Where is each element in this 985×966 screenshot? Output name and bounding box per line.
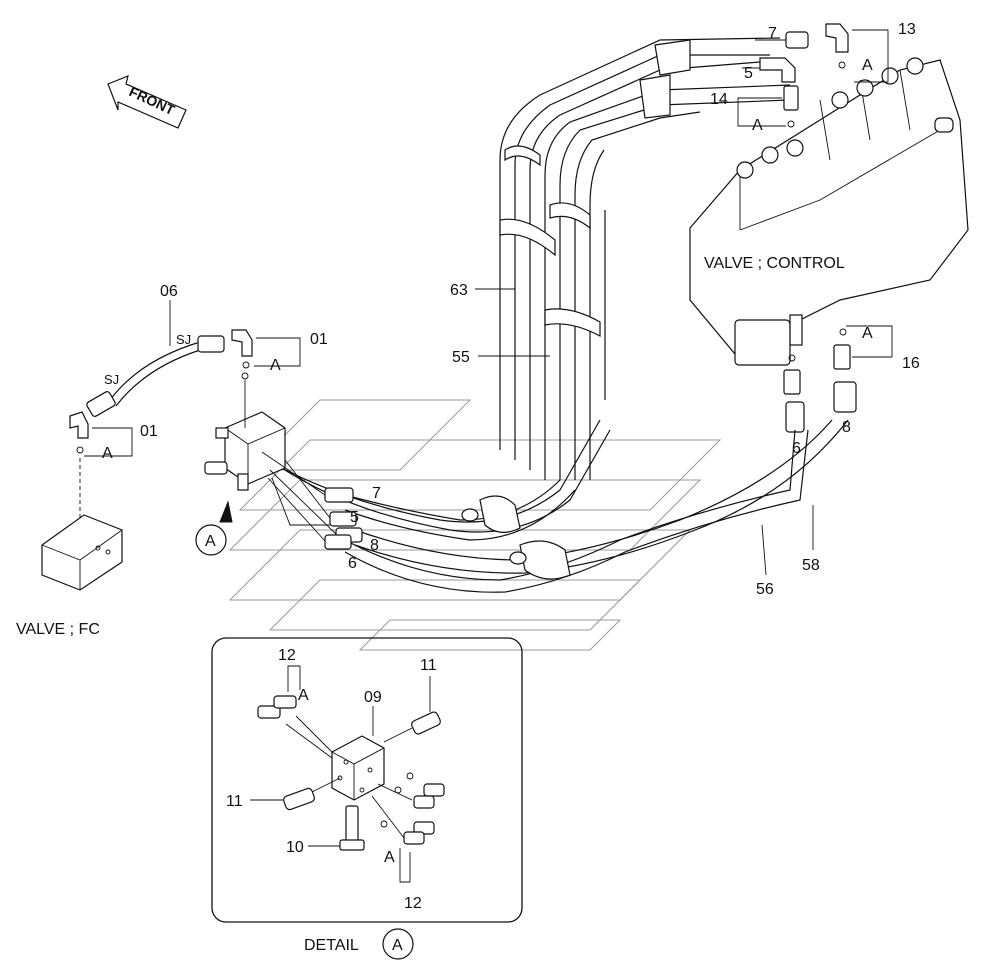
callout-06: 06 — [160, 283, 178, 300]
valve-control-label: VALVE ; CONTROL — [704, 255, 845, 272]
detail-callout-09: 09 — [364, 689, 382, 706]
callout-6-mid: 6 — [348, 555, 357, 572]
callout-6-right: 6 — [792, 440, 801, 457]
detail-callout-a-bottom: A — [384, 849, 395, 866]
block-ref-a: A — [205, 533, 216, 550]
callout-a-14: A — [752, 117, 763, 134]
hose-bundle: 63 55 — [450, 37, 791, 480]
callout-16: 16 — [902, 355, 920, 372]
detail-callout-11-top: 11 — [420, 657, 437, 674]
callout-a-01-bottom: A — [102, 445, 113, 462]
callout-8-right: 8 — [842, 419, 851, 436]
callout-a-01-top: A — [270, 357, 281, 374]
detail-callout-a-top: A — [298, 687, 309, 704]
callout-14: 14 — [710, 91, 728, 108]
callout-5-mid: 5 — [350, 509, 359, 526]
distribution-block: 7 5 8 6 A — [195, 372, 381, 572]
detail-callout-12-bottom: 12 — [404, 895, 422, 912]
detail-a-box: 09 12 A 11 11 10 A 12 DETAIL — [211, 637, 523, 960]
control-valve: VALVE ; CONTROL — [689, 57, 969, 366]
sj-top: SJ — [176, 332, 191, 347]
callout-7-mid: 7 — [372, 485, 381, 502]
callout-01-top: 01 — [310, 331, 328, 348]
callout-8-mid: 8 — [370, 537, 379, 554]
callout-a-16: A — [862, 325, 873, 342]
detail-ref: A — [392, 937, 403, 954]
callout-58: 58 — [802, 557, 820, 574]
callout-a-13: A — [862, 57, 873, 74]
callout-55: 55 — [452, 349, 470, 366]
sj-bottom: SJ — [104, 372, 119, 387]
valve-fc-label: VALVE ; FC — [16, 621, 100, 638]
callout-01-bottom: 01 — [140, 423, 158, 440]
detail-callout-12-top: 12 — [278, 647, 296, 664]
callout-63: 63 — [450, 282, 468, 299]
fc-valve-assembly: 06 SJ SJ A 01 A 01 VALVE ; FC — [16, 283, 328, 638]
right-fittings: A 16 6 8 58 56 — [756, 325, 920, 598]
detail-label: DETAIL — [304, 937, 359, 954]
front-arrow: FRONT — [107, 75, 187, 129]
detail-callout-11-left: 11 — [226, 793, 243, 810]
callout-7-top: 7 — [768, 25, 777, 42]
top-fittings: 7 5 A 13 A 14 — [710, 21, 916, 134]
callout-13: 13 — [898, 21, 916, 38]
callout-56: 56 — [756, 581, 774, 598]
lower-hoses — [249, 419, 849, 593]
callout-5-top: 5 — [744, 65, 753, 82]
detail-callout-10: 10 — [286, 839, 304, 856]
